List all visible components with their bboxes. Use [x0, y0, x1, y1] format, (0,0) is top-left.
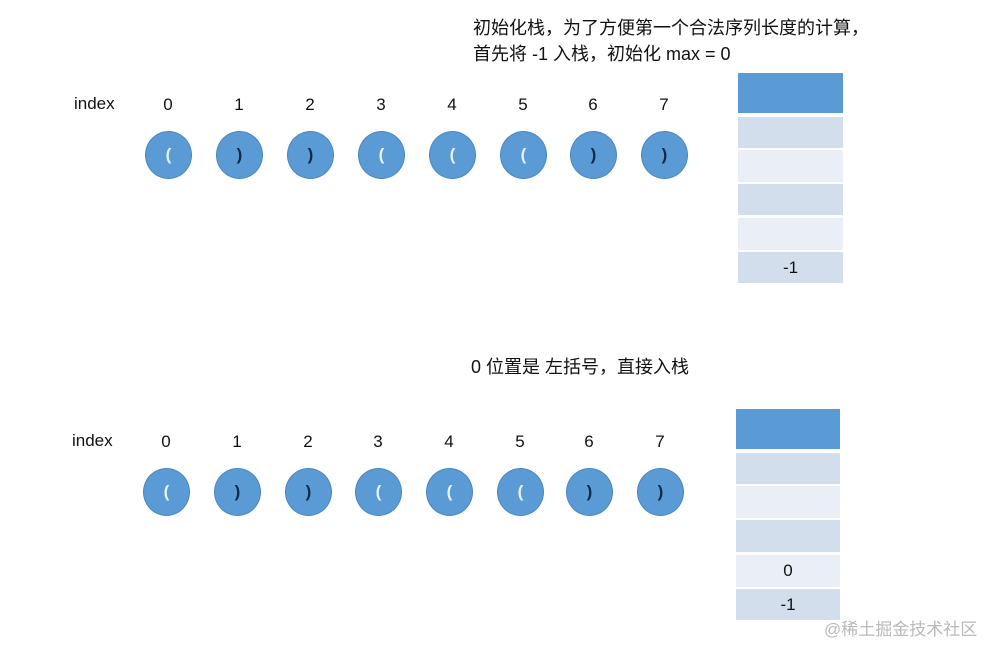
paren-open-node: (	[355, 468, 402, 516]
paren-close-node: )	[214, 468, 261, 516]
stack-slot: -1	[736, 589, 840, 620]
paren-open-node: (	[426, 468, 473, 516]
stack-slot	[736, 486, 840, 518]
index-number: 1	[232, 432, 242, 451]
paren-open-node: (	[358, 131, 405, 179]
stack-slot	[736, 453, 840, 484]
index-number: 1	[234, 95, 244, 114]
index-number: 5	[518, 95, 528, 114]
paren-open-node: (	[145, 131, 192, 179]
paren-close-node: )	[287, 131, 334, 179]
panel-1-caption-line-2: 首先将 -1 入栈，初始化 max = 0	[473, 44, 731, 64]
paren-close-node: )	[570, 131, 617, 179]
stack-slot	[738, 117, 843, 148]
index-number: 3	[373, 432, 383, 451]
panel-1-caption-line-1: 初始化栈，为了方便第一个合法序列长度的计算，	[473, 18, 869, 38]
stack-slot: 0	[736, 555, 840, 587]
paren-open-node: (	[497, 468, 544, 516]
paren-close-node: )	[285, 468, 332, 516]
index-number: 3	[376, 95, 386, 114]
stack-slot	[738, 218, 843, 250]
stack-slot	[738, 150, 843, 182]
paren-close-node: )	[566, 468, 613, 516]
panel-2-caption: 0 位置是 左括号，直接入栈	[471, 357, 690, 377]
index-number: 0	[163, 95, 173, 114]
index-number: 7	[659, 95, 669, 114]
index-label: index	[74, 94, 115, 113]
stack-top-cap	[736, 409, 840, 449]
stack-top-cap	[738, 73, 843, 113]
index-number: 4	[444, 432, 454, 451]
index-number: 0	[161, 432, 171, 451]
index-number: 4	[447, 95, 457, 114]
index-number: 7	[655, 432, 665, 451]
index-number: 6	[588, 95, 598, 114]
paren-close-node: )	[641, 131, 688, 179]
stack-slot	[736, 520, 840, 552]
paren-close-node: )	[216, 131, 263, 179]
index-number: 5	[515, 432, 525, 451]
index-number: 2	[305, 95, 315, 114]
paren-open-node: (	[500, 131, 547, 179]
paren-open-node: (	[429, 131, 476, 179]
paren-close-node: )	[637, 468, 684, 516]
stack-slot	[738, 184, 843, 215]
paren-open-node: (	[143, 468, 190, 516]
stack-slot: -1	[738, 252, 843, 283]
watermark: @稀土掘金技术社区	[824, 620, 978, 639]
index-number: 6	[584, 432, 594, 451]
index-number: 2	[303, 432, 313, 451]
index-label: index	[72, 431, 113, 450]
